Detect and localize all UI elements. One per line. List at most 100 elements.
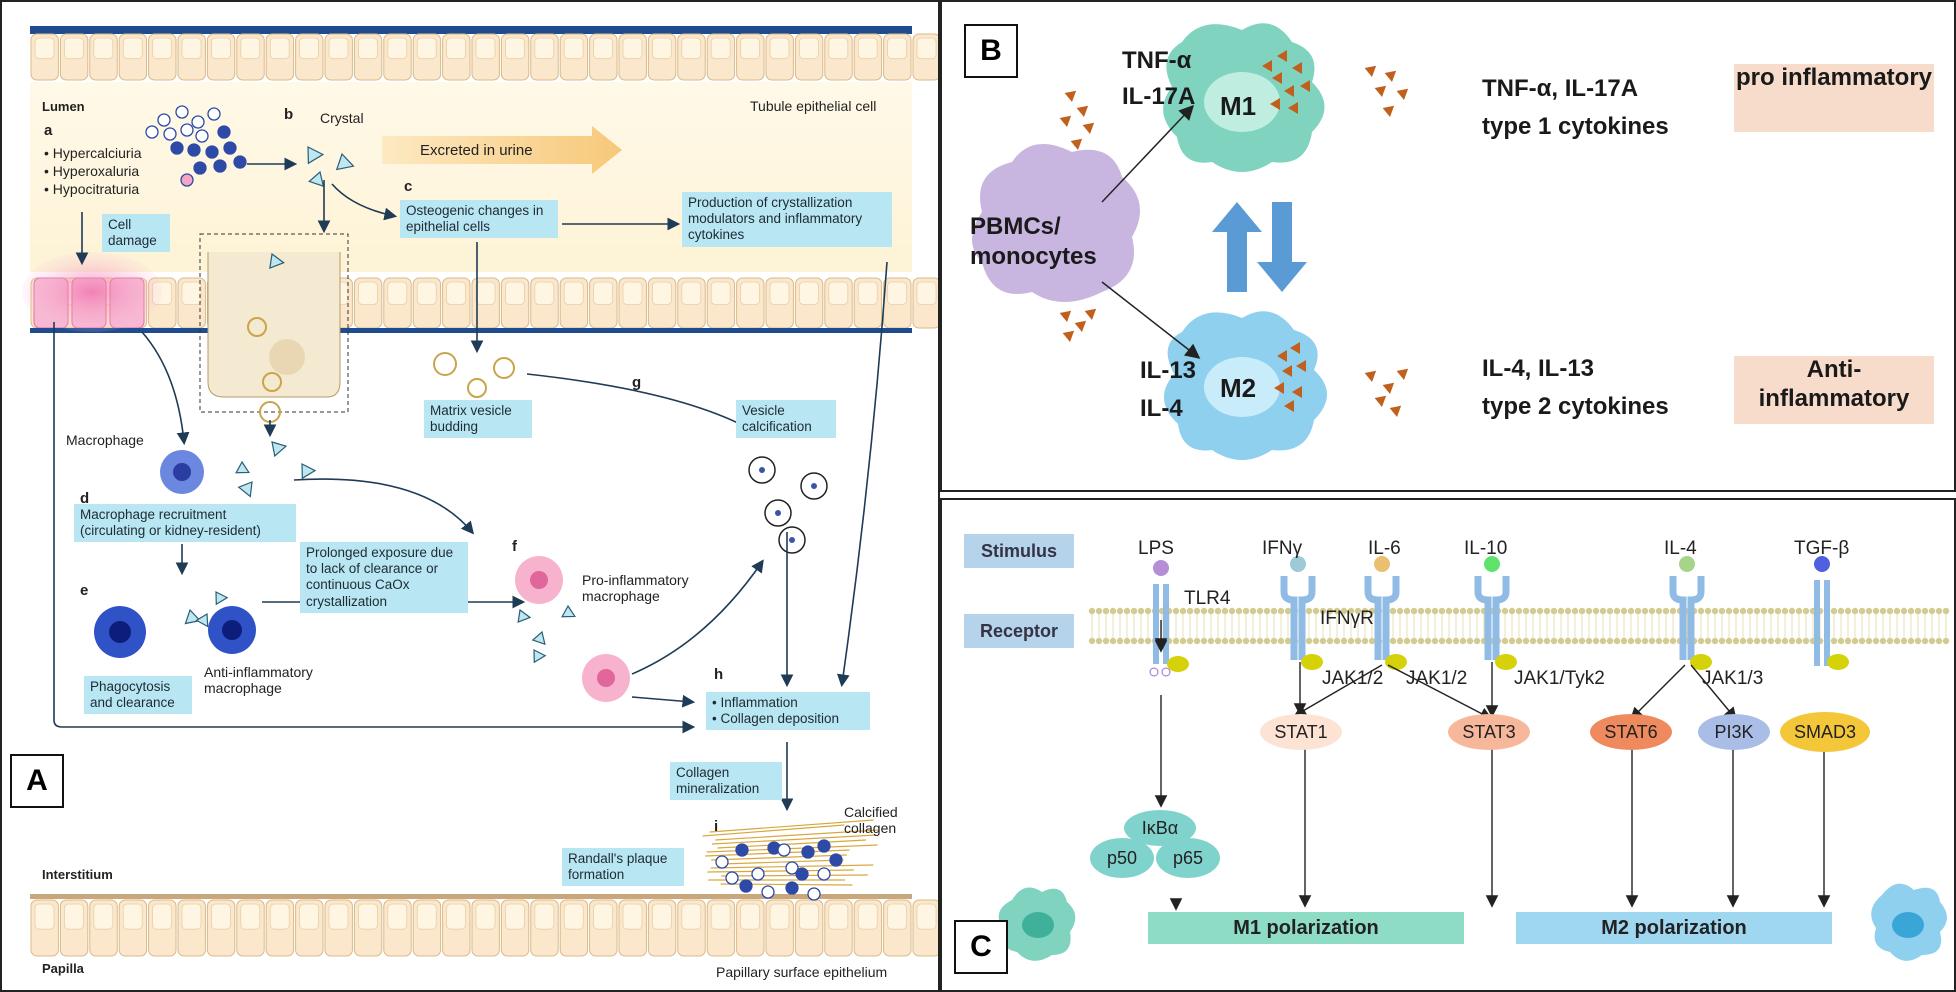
stimulus-il10: IL-10 (1464, 538, 1507, 560)
lipid-head (1474, 608, 1480, 614)
lipid-head (1530, 638, 1536, 644)
lipid-head (1390, 608, 1396, 614)
ion-dot (196, 130, 208, 142)
cytokine-triangle (1058, 307, 1072, 322)
lipid-head (1439, 608, 1445, 614)
lipid-head (1579, 608, 1585, 614)
lipid-head (1222, 638, 1228, 644)
lipid-head (1747, 638, 1753, 644)
panel-b-macrophage-polarization: B TNF-α IL-17A PBMCs/ monocytes M1 M2 IL… (940, 0, 1956, 492)
lipid-head (1523, 638, 1529, 644)
lipid-head (1740, 638, 1746, 644)
signal-arrows (1161, 620, 1824, 908)
lipid-head (1229, 638, 1235, 644)
lipid-head (1796, 608, 1802, 614)
condition-list: • Hypercalciuria • Hyperoxaluria • Hypoc… (44, 144, 142, 199)
m2-label: M2 (1220, 372, 1256, 405)
m1-label: M1 (1220, 90, 1256, 123)
lipid-head (1712, 638, 1718, 644)
cell-damage-glow (22, 252, 162, 332)
lipid-head (1670, 638, 1676, 644)
lipid-head (1901, 638, 1907, 644)
letter-f: f (512, 538, 517, 555)
lipid-head (1614, 608, 1620, 614)
ifngr-label: IFNγR (1320, 608, 1374, 630)
lipid-head (1831, 608, 1837, 614)
top-membrane (30, 26, 912, 34)
ion-dot (218, 126, 230, 138)
lipid-head (1642, 638, 1648, 644)
lipid-head (1642, 608, 1648, 614)
ion-dot (224, 142, 236, 154)
plaque-particle (762, 886, 774, 898)
lipid-head (1747, 608, 1753, 614)
tlr4-chain (1153, 584, 1159, 664)
m1-polarization-bar: M1 polarization (1148, 912, 1464, 944)
lipid-head (1719, 608, 1725, 614)
lipid-head (1313, 608, 1319, 614)
ion-dot (164, 128, 176, 140)
lipid-head (1607, 608, 1613, 614)
matrix-vesicle (494, 358, 514, 378)
lipid-head (1929, 638, 1935, 644)
ion-dot (206, 146, 218, 158)
lipid-head (1523, 608, 1529, 614)
lipid-head (1936, 608, 1942, 614)
lipid-head (1866, 638, 1872, 644)
lipid-head (1670, 608, 1676, 614)
stat3-node: STAT3 (1448, 714, 1530, 750)
lipid-head (1425, 608, 1431, 614)
lipid-head (1474, 638, 1480, 644)
condition: • Hypocitraturia (44, 180, 142, 198)
m1-input: IL-17A (1122, 82, 1195, 112)
lipid-head (1131, 608, 1137, 614)
lipid-head (1852, 638, 1858, 644)
anti-inflammatory-label: Anti-inflammatory macrophage (204, 664, 354, 696)
lipid-head (1852, 608, 1858, 614)
lipid-head (1320, 638, 1326, 644)
lipid-head (1922, 608, 1928, 614)
lipid-head (1796, 638, 1802, 644)
kinase-label: JAK1/3 (1702, 668, 1763, 690)
matrix-vesicle (434, 353, 456, 375)
stat6-node: STAT6 (1590, 714, 1672, 750)
production-box: Production of crystallization modulators… (682, 192, 892, 247)
lipid-head (1572, 608, 1578, 614)
lipid-head (1271, 608, 1277, 614)
letter-i: i (714, 818, 718, 835)
lipid-head (1943, 608, 1949, 614)
lipid-head (1117, 638, 1123, 644)
cytokine-triangle (1069, 135, 1083, 150)
ion-dot (146, 126, 158, 138)
lipid-head (1145, 638, 1151, 644)
lipid-head (1887, 638, 1893, 644)
letter-h: h (714, 666, 723, 683)
phagocytosis-box: Phagocytosis and clearance (84, 676, 192, 714)
lipid-head (1628, 638, 1634, 644)
panel-a-kidney-stone-diagram: Lumen Tubule epithelial cell a • Hyperca… (0, 0, 940, 992)
ion-dot (214, 160, 226, 172)
lipid-head (1502, 638, 1508, 644)
calcified-vesicles (749, 457, 827, 553)
lipid-head (1509, 638, 1515, 644)
region-interstitium: Interstitium (42, 868, 113, 883)
lipid-head (1250, 608, 1256, 614)
tlr4-chain (1163, 584, 1169, 664)
lipid-head (1411, 608, 1417, 614)
lipid-head (1726, 638, 1732, 644)
lipid-head (1740, 608, 1746, 614)
lipid-head (1460, 608, 1466, 614)
lipid-head (1516, 638, 1522, 644)
m2-input: IL-13 (1140, 356, 1196, 386)
lipid-head (1845, 608, 1851, 614)
matrix-vesicle (468, 379, 486, 397)
lipid-head (1089, 608, 1095, 614)
cytokine-triangle (1063, 87, 1077, 102)
lipid-head (1369, 638, 1375, 644)
cytokine-triangle (1388, 402, 1402, 417)
lipid-head (1866, 608, 1872, 614)
lipid-head (1705, 638, 1711, 644)
crystal-triangle (532, 632, 548, 648)
lipid-head (1775, 638, 1781, 644)
arrow-to-m2 (1102, 282, 1198, 357)
